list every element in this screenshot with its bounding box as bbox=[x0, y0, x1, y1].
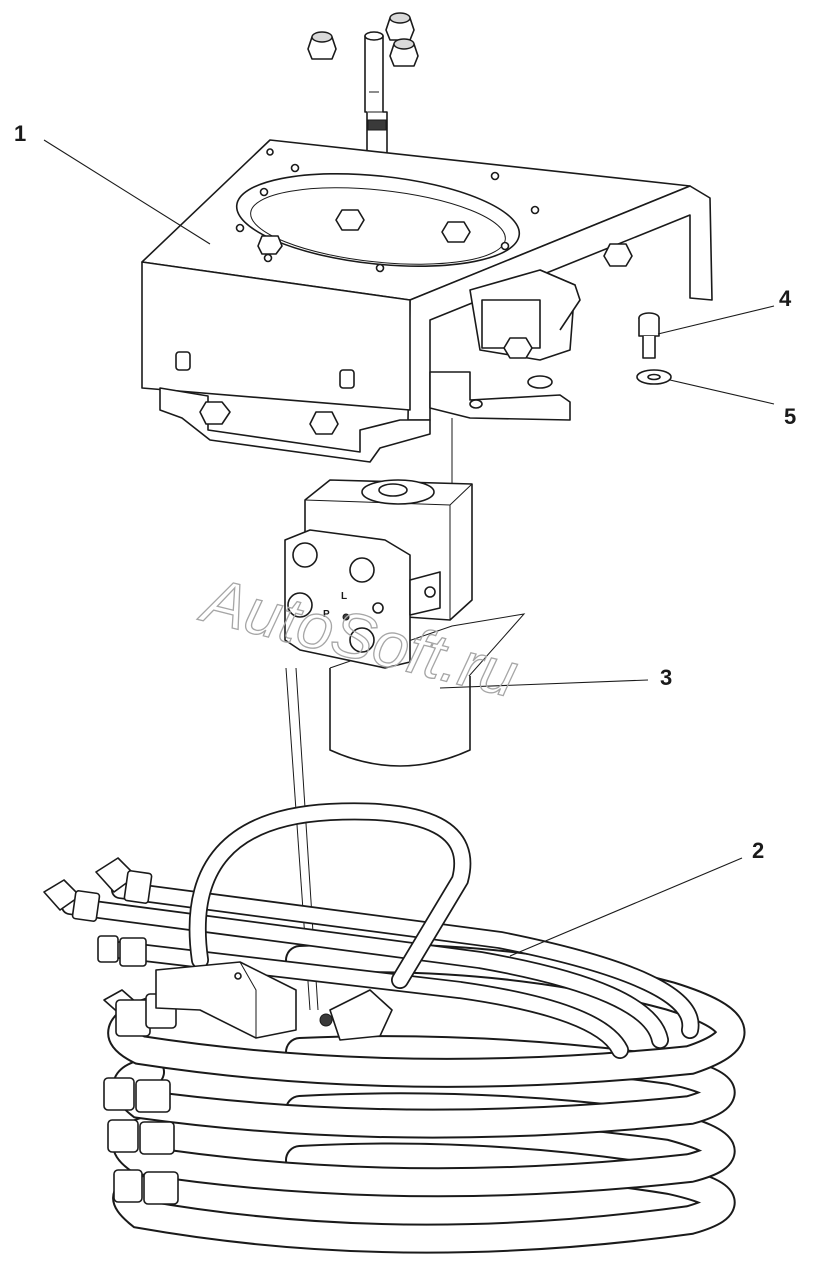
port-label-P: P bbox=[323, 609, 330, 620]
hose-assembly bbox=[43, 802, 746, 1254]
top-nuts bbox=[307, 12, 419, 67]
hose-fittings bbox=[43, 857, 179, 1205]
callout-2: 2 bbox=[752, 838, 764, 863]
callouts: 1 2 3 4 5 bbox=[14, 121, 796, 863]
washer bbox=[636, 369, 672, 385]
callout-4: 4 bbox=[779, 286, 792, 311]
mounting-bracket bbox=[141, 139, 713, 463]
callout-1: 1 bbox=[14, 121, 26, 146]
port-label-L: L bbox=[341, 591, 347, 602]
steering-unit: L P bbox=[284, 418, 526, 1011]
callout-5: 5 bbox=[784, 404, 796, 429]
leader-lines bbox=[43, 139, 775, 957]
bolt bbox=[638, 312, 660, 359]
callout-3: 3 bbox=[660, 665, 672, 690]
